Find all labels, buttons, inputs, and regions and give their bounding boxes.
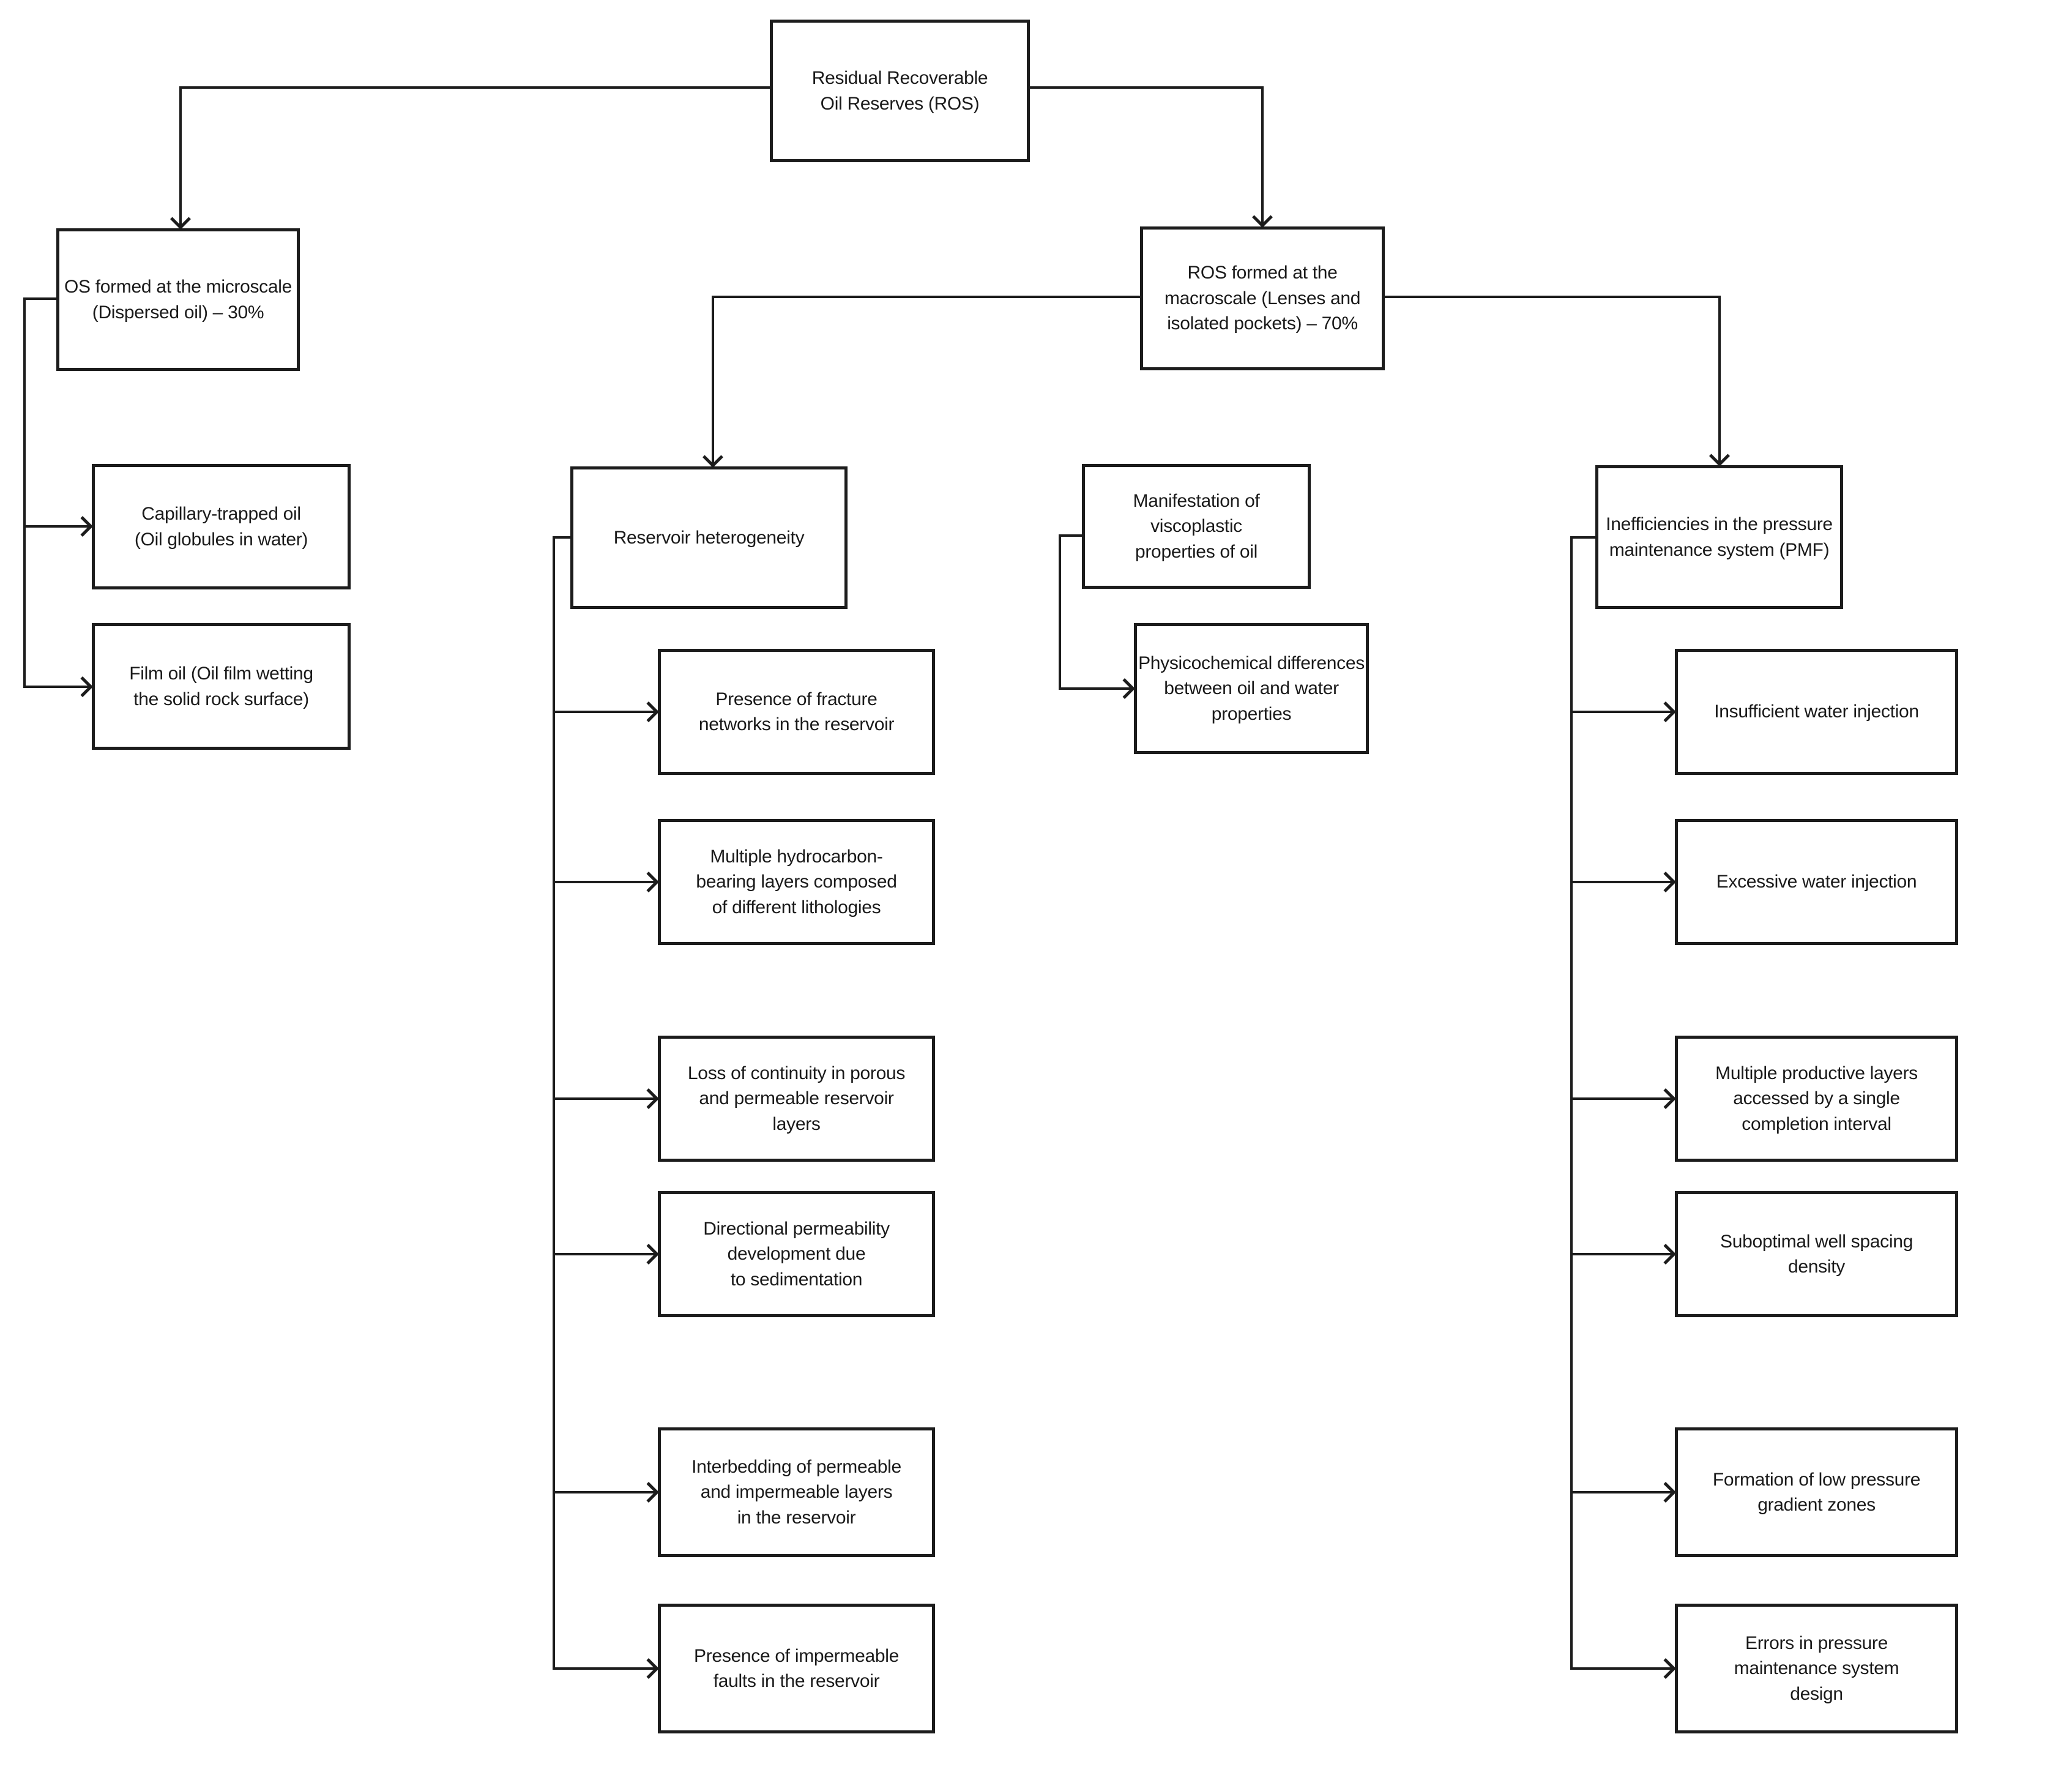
node-directional-permeability: Directional permeability development due… <box>658 1191 935 1317</box>
arrowhead-right-capillary <box>72 516 93 537</box>
node-fracture-networks: Presence of fracture networks in the res… <box>658 649 935 775</box>
connector-microscale-stub <box>23 297 58 300</box>
connector-branch-interbedding <box>553 1491 655 1493</box>
connector-branch-faults <box>553 1667 655 1670</box>
connector-branch-errors <box>1570 1667 1674 1670</box>
arrowhead-down-pmf <box>1709 446 1730 466</box>
node-label: Directional permeability development due… <box>703 1218 890 1290</box>
node-label: Residual Recoverable Oil Reserves (ROS) <box>811 68 988 114</box>
node-os-microscale: OS formed at the microscale (Dispersed o… <box>56 228 300 371</box>
node-suboptimal-well-spacing: Suboptimal well spacing density <box>1675 1191 1958 1317</box>
connector-macro-right-vertical <box>1718 296 1721 465</box>
connector-macro-right-horizontal <box>1384 296 1721 298</box>
connector-pmf-trunk <box>1570 536 1573 1670</box>
connector-branch-film-oil <box>23 686 89 688</box>
connector-branch-physicochemical <box>1059 687 1132 690</box>
arrowhead-right-film-oil <box>72 676 93 697</box>
node-label: Multiple hydrocarbon- bearing layers com… <box>696 846 897 918</box>
node-label: Reservoir heterogeneity <box>613 527 805 548</box>
node-label: Presence of impermeable faults in the re… <box>694 1645 899 1691</box>
arrowhead-down-ros-macroscale <box>1252 207 1273 228</box>
node-label: Errors in pressure maintenance system de… <box>1734 1632 1899 1704</box>
arrowhead-right-lowpressure <box>1655 1482 1676 1503</box>
node-label: Multiple productive layers accessed by a… <box>1715 1063 1918 1134</box>
node-loss-of-continuity: Loss of continuity in porous and permeab… <box>658 1036 935 1162</box>
connector-viscoplastic-stub <box>1059 534 1083 537</box>
node-label: Presence of fracture networks in the res… <box>698 689 895 735</box>
connector-macro-left-vertical <box>712 296 714 466</box>
arrowhead-right-interbedding <box>638 1482 659 1503</box>
node-impermeable-faults: Presence of impermeable faults in the re… <box>658 1604 935 1733</box>
node-label: Loss of continuity in porous and permeab… <box>687 1063 906 1134</box>
arrowhead-down-heterogeneity <box>702 447 723 468</box>
connector-branch-directional <box>553 1253 655 1255</box>
node-root-residual-reserves: Residual Recoverable Oil Reserves (ROS) <box>770 20 1030 162</box>
arrowhead-right-excessive <box>1655 872 1676 892</box>
arrowhead-right-continuity <box>638 1088 659 1109</box>
connector-pmf-stub <box>1570 536 1597 539</box>
node-low-pressure-gradient: Formation of low pressure gradient zones <box>1675 1427 1958 1557</box>
connector-viscoplastic-trunk <box>1059 534 1061 690</box>
connector-branch-productive <box>1570 1097 1674 1100</box>
node-excessive-injection: Excessive water injection <box>1675 819 1958 945</box>
connector-macro-left-horizontal <box>712 296 1141 298</box>
node-label: Film oil (Oil film wetting the solid roc… <box>129 663 313 709</box>
arrowhead-down-os-microscale <box>170 209 191 230</box>
arrowhead-right-physicochemical <box>1114 678 1135 699</box>
node-interbedding-layers: Interbedding of permeable and impermeabl… <box>658 1427 935 1557</box>
node-physicochemical-differences: Physicochemical differences between oil … <box>1134 623 1369 754</box>
arrowhead-right-productive <box>1655 1088 1676 1109</box>
node-capillary-trapped-oil: Capillary-trapped oil (Oil globules in w… <box>92 464 351 589</box>
arrowhead-right-suboptimal <box>1655 1244 1676 1265</box>
node-label: Physicochemical differences between oil … <box>1138 652 1365 724</box>
node-insufficient-injection: Insufficient water injection <box>1675 649 1958 775</box>
arrowhead-right-directional <box>638 1244 659 1265</box>
node-label: Interbedding of permeable and impermeabl… <box>691 1456 901 1528</box>
node-design-errors: Errors in pressure maintenance system de… <box>1675 1604 1958 1733</box>
node-label: Insufficient water injection <box>1714 701 1919 722</box>
node-film-oil: Film oil (Oil film wetting the solid roc… <box>92 623 351 750</box>
connector-heterogeneity-stub <box>553 536 572 539</box>
connector-root-left-vertical <box>179 86 182 228</box>
connector-heterogeneity-trunk <box>553 536 555 1670</box>
connector-branch-suboptimal <box>1570 1253 1674 1255</box>
node-label: Excessive water injection <box>1716 872 1917 892</box>
node-label: Capillary-trapped oil (Oil globules in w… <box>134 504 308 550</box>
connector-branch-excessive <box>1570 881 1674 883</box>
node-multiple-productive-layers: Multiple productive layers accessed by a… <box>1675 1036 1958 1162</box>
connector-root-left-horizontal <box>179 86 771 89</box>
connector-microscale-trunk <box>23 297 26 688</box>
node-label: Formation of low pressure gradient zones <box>1712 1469 1921 1515</box>
arrowhead-right-insufficient <box>1655 701 1676 722</box>
connector-root-right-vertical <box>1261 86 1264 226</box>
node-label: Suboptimal well spacing density <box>1720 1231 1913 1277</box>
connector-branch-hydrocarbon <box>553 881 655 883</box>
connector-branch-insufficient <box>1570 711 1674 713</box>
connector-branch-capillary <box>23 525 89 528</box>
node-reservoir-heterogeneity: Reservoir heterogeneity <box>570 466 848 609</box>
connector-root-right-horizontal <box>1029 86 1264 89</box>
arrowhead-right-hydrocarbon <box>638 872 659 892</box>
connector-branch-lowpressure <box>1570 1491 1674 1493</box>
node-label: Manifestation of viscoplastic properties… <box>1133 490 1260 562</box>
node-pmf-inefficiencies: Inefficiencies in the pressure maintenan… <box>1595 465 1843 609</box>
node-label: Inefficiencies in the pressure maintenan… <box>1606 514 1833 560</box>
connector-branch-continuity <box>553 1097 655 1100</box>
node-viscoplastic-properties: Manifestation of viscoplastic properties… <box>1082 464 1311 589</box>
arrowhead-right-errors <box>1655 1658 1676 1679</box>
connector-branch-fracture <box>553 711 655 713</box>
arrowhead-right-fracture <box>638 701 659 722</box>
node-label: OS formed at the microscale (Dispersed o… <box>64 277 293 323</box>
node-hydrocarbon-layers: Multiple hydrocarbon- bearing layers com… <box>658 819 935 945</box>
node-ros-macroscale: ROS formed at the macroscale (Lenses and… <box>1140 226 1385 370</box>
node-label: ROS formed at the macroscale (Lenses and… <box>1164 263 1361 334</box>
arrowhead-right-faults <box>638 1658 659 1679</box>
